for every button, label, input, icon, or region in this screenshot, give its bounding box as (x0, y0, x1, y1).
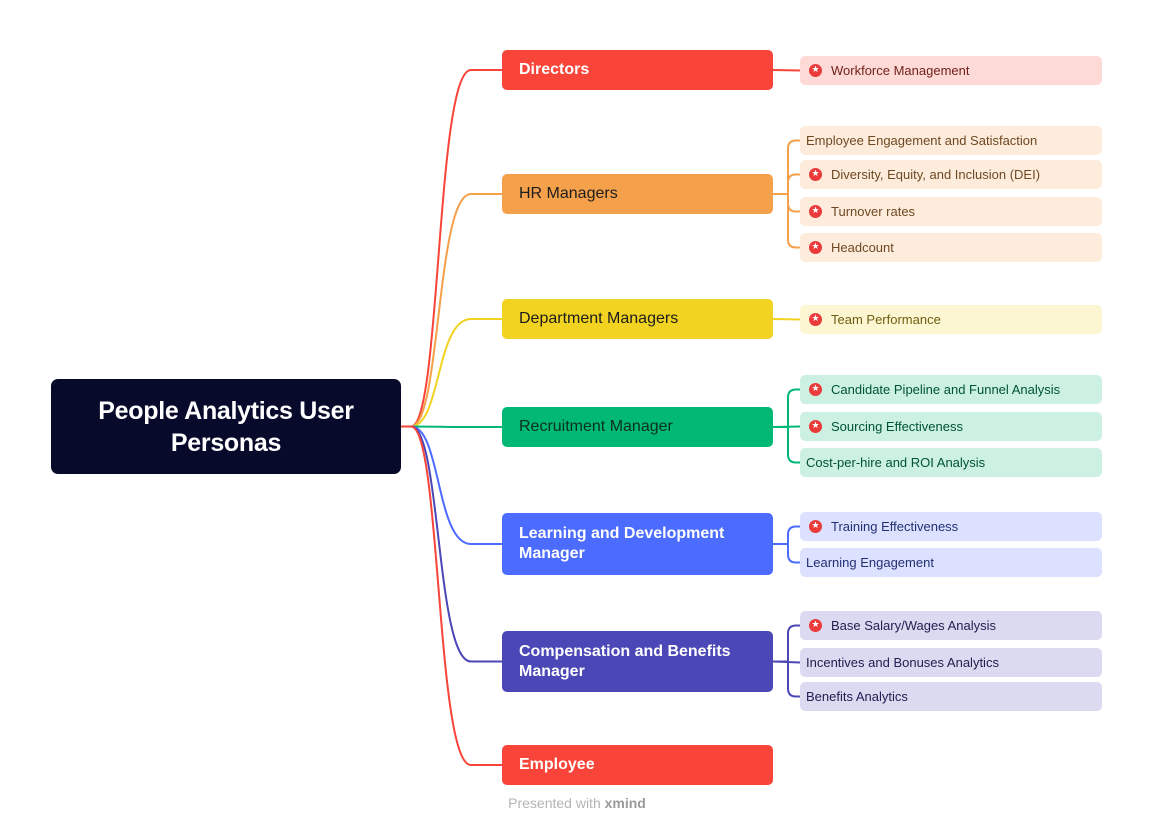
leaf-topic[interactable]: ★ Headcount (800, 233, 1102, 262)
central-topic-label: People Analytics User Personas (98, 396, 354, 457)
leaf-connector (773, 624, 800, 663)
footer-credit: Presented with xmind (0, 795, 1154, 811)
central-topic[interactable]: People Analytics User Personas (51, 379, 401, 474)
star-icon: ★ (809, 168, 822, 181)
leaf-connector (772, 69, 801, 72)
leaf-connector (773, 173, 800, 195)
branch-employee[interactable]: Employee (502, 745, 773, 785)
footer-prefix: Presented with (508, 795, 601, 811)
leaf-label: Benefits Analytics (806, 689, 908, 704)
branch-connector (401, 69, 502, 428)
branch-label: Employee (519, 756, 595, 773)
branch-directors[interactable]: Directors (502, 50, 773, 90)
leaf-label: Incentives and Bonuses Analytics (806, 655, 999, 670)
branch-label: Learning and Development Manager (519, 525, 725, 562)
leaf-label: Training Effectiveness (831, 519, 959, 534)
leaf-topic[interactable]: ★ Training Effectiveness (800, 512, 1102, 541)
leaf-topic[interactable]: ★ Candidate Pipeline and Funnel Analysis (800, 375, 1102, 404)
branch-label: HR Managers (519, 185, 618, 202)
star-icon: ★ (809, 313, 822, 326)
branch-connector (401, 425, 502, 545)
branch-compensation-benefits-manager[interactable]: Compensation and Benefits Manager (502, 631, 773, 692)
branch-label: Directors (519, 61, 590, 78)
branch-learning-development-manager[interactable]: Learning and Development Manager (502, 513, 773, 575)
branch-connector (401, 318, 502, 428)
leaf-label: Diversity, Equity, and Inclusion (DEI) (831, 167, 1041, 182)
branch-connector (401, 193, 502, 428)
branch-label: Recruitment Manager (519, 418, 673, 435)
leaf-connector (773, 660, 800, 698)
xmind-logo: xmind (604, 795, 646, 811)
leaf-topic[interactable]: ★ Sourcing Effectiveness (800, 412, 1102, 441)
branch-recruitment-manager[interactable]: Recruitment Manager (502, 407, 773, 447)
leaf-connector (773, 426, 800, 464)
star-icon: ★ (809, 520, 822, 533)
leaf-topic[interactable]: Benefits Analytics (800, 682, 1102, 711)
leaf-topic[interactable]: Incentives and Bonuses Analytics (800, 648, 1102, 677)
branch-label: Department Managers (519, 310, 679, 327)
leaf-topic[interactable]: ★ Base Salary/Wages Analysis (800, 611, 1102, 640)
branch-label: Compensation and Benefits Manager (519, 642, 731, 680)
leaf-topic[interactable]: Employee Engagement and Satisfaction (800, 126, 1102, 155)
leaf-label: Base Salary/Wages Analysis (831, 618, 996, 633)
leaf-connector (772, 318, 801, 321)
leaf-label: Employee Engagement and Satisfaction (806, 133, 1038, 148)
branch-hr-managers[interactable]: HR Managers (502, 174, 773, 214)
leaf-label: Learning Engagement (806, 555, 934, 570)
leaf-connector (773, 525, 800, 545)
leaf-topic[interactable]: ★ Turnover rates (800, 197, 1102, 226)
leaf-label: Headcount (831, 240, 894, 255)
branch-department-managers[interactable]: Department Managers (502, 299, 773, 339)
leaf-topic[interactable]: Learning Engagement (800, 548, 1102, 577)
leaf-label: Turnover rates (831, 204, 916, 219)
leaf-topic[interactable]: ★ Diversity, Equity, and Inclusion (DEI) (800, 160, 1102, 189)
leaf-label: Cost-per-hire and ROI Analysis (806, 455, 986, 470)
branch-connector (401, 425, 502, 766)
leaf-connector (773, 388, 800, 428)
star-icon: ★ (809, 619, 822, 632)
leaf-label: Sourcing Effectiveness (831, 419, 963, 434)
leaf-label: Team Performance (831, 312, 941, 327)
leaf-connector (773, 193, 800, 249)
branch-connector (401, 425, 502, 663)
star-icon: ★ (809, 205, 822, 218)
leaf-connector (773, 193, 800, 213)
star-icon: ★ (809, 420, 822, 433)
leaf-connector (773, 139, 800, 195)
star-icon: ★ (809, 241, 822, 254)
leaf-topic[interactable]: ★ Workforce Management (800, 56, 1102, 85)
leaf-connector (773, 543, 800, 564)
star-icon: ★ (809, 383, 822, 396)
leaf-topic[interactable]: Cost-per-hire and ROI Analysis (800, 448, 1102, 477)
leaf-topic[interactable]: ★ Team Performance (800, 305, 1102, 334)
leaf-label: Candidate Pipeline and Funnel Analysis (831, 382, 1061, 397)
star-icon: ★ (809, 64, 822, 77)
leaf-label: Workforce Management (831, 63, 970, 78)
